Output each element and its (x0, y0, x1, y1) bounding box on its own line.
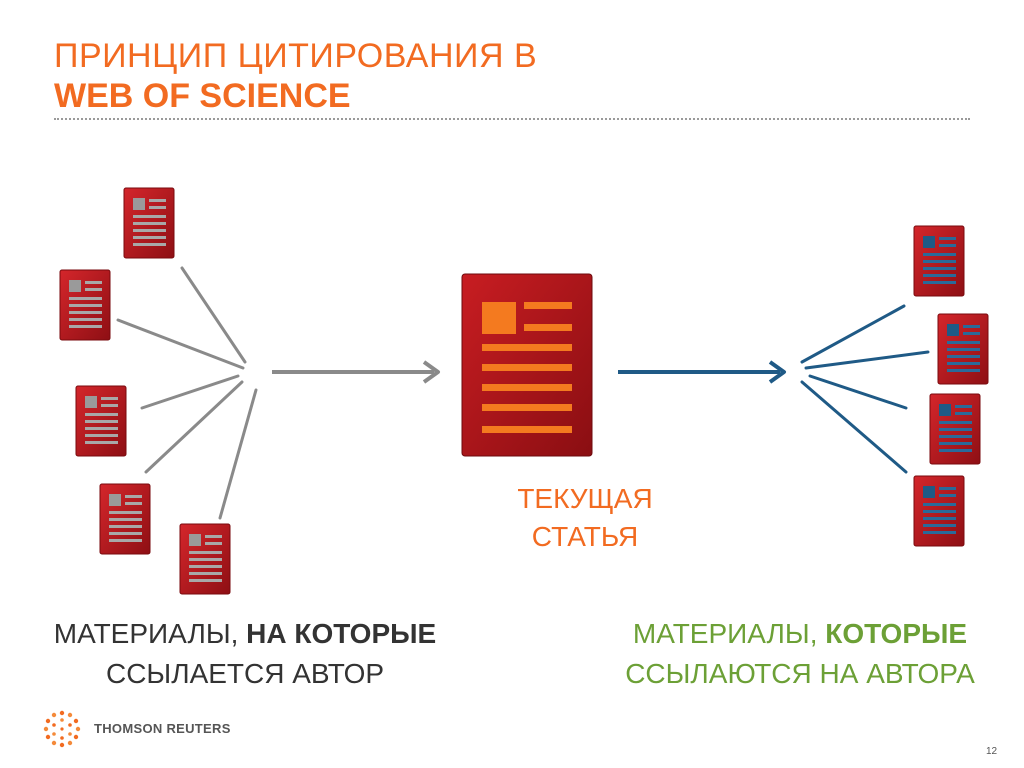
citing-fan-lines (800, 304, 930, 474)
citing-caption-line-1: МАТЕРИАЛЫ, КОТОРЫЕ (560, 614, 1024, 654)
fan-line (218, 388, 258, 520)
cited-arrow (272, 360, 440, 384)
thomson-reuters-logo-icon (43, 710, 81, 748)
fan-line (800, 380, 908, 474)
cited-materials-caption: МАТЕРИАЛЫ, НА КОТОРЫЕ ССЫЛАЕТСЯ АВТОР (0, 614, 490, 694)
slide-title: ПРИНЦИП ЦИТИРОВАНИЯ В WEB OF SCIENCE (54, 36, 537, 116)
citing-caption-line-2: ССЫЛАЮТСЯ НА АВТОРА (625, 658, 975, 689)
fan-line (180, 266, 247, 364)
fan-line (800, 304, 906, 364)
cited-caption-plain: МАТЕРИАЛЫ, (53, 618, 247, 649)
title-divider (54, 118, 970, 120)
current-article-line-2: СТАТЬЯ (531, 521, 639, 552)
document-icon (75, 385, 127, 457)
document-icon (179, 523, 231, 595)
cited-caption-line-2: ССЫЛАЕТСЯ АВТОР (105, 658, 385, 689)
cited-caption-line-1: МАТЕРИАЛЫ, НА КОТОРЫЕ (0, 614, 490, 654)
fan-line (804, 350, 930, 370)
document-icon (913, 225, 965, 297)
document-icon (913, 475, 965, 547)
citing-arrow (618, 360, 786, 384)
current-article-icon (461, 273, 593, 457)
fan-line (140, 374, 240, 410)
document-icon (123, 187, 175, 259)
cited-documents (59, 187, 231, 595)
page-number: 12 (986, 746, 998, 757)
fan-line (808, 374, 908, 410)
document-icon (937, 313, 989, 385)
fan-line (144, 380, 244, 474)
logo-text: THOMSON REUTERS (94, 721, 231, 736)
fan-line (116, 318, 245, 370)
current-article-label: ТЕКУЩАЯ СТАТЬЯ (420, 480, 750, 556)
document-icon (929, 393, 981, 465)
title-line-2: WEB OF SCIENCE (54, 77, 351, 115)
cited-fan-lines (116, 266, 258, 520)
citing-caption-plain: МАТЕРИАЛЫ, (632, 618, 826, 649)
cited-caption-bold: НА КОТОРЫЕ (246, 618, 437, 649)
citing-caption-bold: КОТОРЫЕ (825, 618, 968, 649)
citing-materials-caption: МАТЕРИАЛЫ, КОТОРЫЕ ССЫЛАЮТСЯ НА АВТОРА (560, 614, 1024, 694)
citing-documents (913, 225, 989, 547)
title-line-1: ПРИНЦИП ЦИТИРОВАНИЯ В (54, 37, 538, 75)
current-article-line-1: ТЕКУЩАЯ (517, 483, 653, 514)
document-icon (99, 483, 151, 555)
document-icon (59, 269, 111, 341)
